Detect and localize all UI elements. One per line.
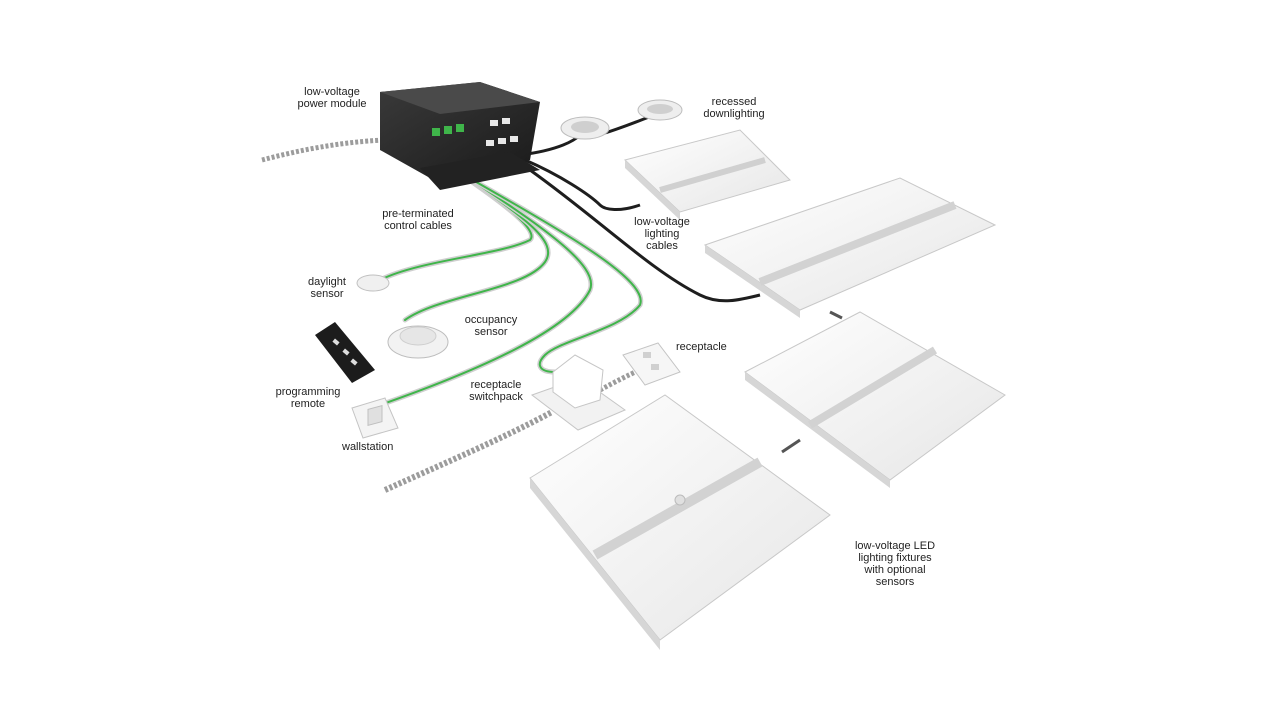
label-control-cables: pre-terminated control cables [382,208,454,232]
recessed-downlight-1 [560,116,610,140]
switchpack-conduit [383,409,554,493]
label-wallstation: wallstation [342,441,394,453]
receptacle-conduit [598,367,641,393]
lighting-cable-fixture-2 [529,168,761,303]
led-fixture-1 [624,129,791,220]
label-daylight-sensor: daylight sensor [308,276,346,300]
power-module [380,82,540,190]
label-power-module: low-voltage power module [297,86,367,110]
wallstation [351,397,399,439]
led-fixture-2 [703,177,997,318]
lighting-cable-link-3-4 [781,438,801,454]
label-receptacle-switchpack: receptacle switchpack [469,379,523,403]
label-recessed-downlighting: recessed downlighting [703,96,765,120]
label-led-fixtures: low-voltage LED lighting fixtures with o… [854,540,936,588]
control-cables [377,157,644,408]
lighting-cable-link-2-3 [829,310,843,320]
label-receptacle: receptacle [676,341,727,353]
power-conduit [261,137,386,163]
led-fixture-4 [529,394,831,650]
programming-remote [315,322,375,383]
receptacle-switchpack [530,354,627,431]
receptacle [622,342,681,386]
lighting-cable-fixture-1 [524,158,641,211]
recessed-downlight-2 [637,99,683,121]
daylight-sensor [356,274,390,292]
led-fixture-3 [744,311,1006,488]
label-programming-remote: programming remote [275,386,341,410]
label-occupancy-sensor: occupancy sensor [464,314,518,338]
occupancy-sensor [387,325,449,359]
label-lighting-cables: low-voltage lighting cables [634,216,690,252]
